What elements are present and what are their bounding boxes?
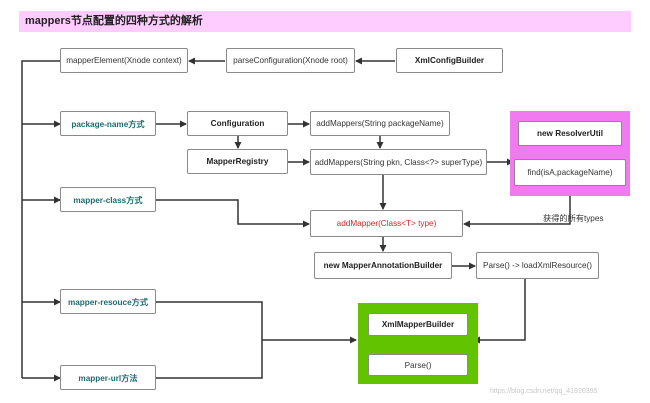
mapper-url-node: mapper-url方法 [60, 365, 156, 390]
page-title: mappers节点配置的四种方式的解析 [19, 11, 631, 32]
arrow-class-to-addmapper [156, 199, 310, 228]
add-mappers-package-node: addMappers(String packageName) [310, 111, 450, 136]
mapper-resource-node: mapper-resouce方式 [60, 289, 156, 314]
arrow-find-to-addmapper [463, 186, 571, 228]
mapper-class-node: mapper-class方式 [60, 187, 156, 212]
package-name-node: package-name方式 [60, 111, 156, 136]
trunk-line [21, 60, 60, 378]
add-mappers-supertype-node: addMappers(String pkn, Class<?> superTyp… [310, 149, 487, 175]
xml-mapper-builder-node: XmlMapperBuilder [368, 313, 468, 336]
configuration-node: Configuration [187, 111, 288, 136]
parse-load-xml-node: Parse() -> loadXmlResource() [476, 252, 599, 279]
mapper-registry-node: MapperRegistry [187, 149, 288, 174]
parse-configuration-node: parseConfiguration(Xnode root) [226, 48, 355, 73]
resolver-util-node: new ResolverUtil [518, 121, 622, 146]
watermark: https://blog.csdn.net/qq_41920395 [490, 388, 598, 395]
arrow-resource-url-to-xmlmapperbuilder [156, 301, 356, 379]
mapper-element-node: mapperElement(Xnode context) [60, 48, 188, 73]
annotation-builder-node: new MapperAnnotationBuilder [314, 252, 452, 279]
arrow-loadxml-to-xmlmapperbuilder [473, 279, 526, 344]
parse-node: Parse() [368, 354, 468, 376]
xml-config-builder-node: XmlConfigBuilder [396, 48, 503, 73]
types-annotation: 获得的所有types [543, 214, 604, 223]
add-mapper-node: addMapper(Class<T> type) [310, 210, 463, 237]
find-node: find(isA,packageName) [514, 159, 626, 186]
